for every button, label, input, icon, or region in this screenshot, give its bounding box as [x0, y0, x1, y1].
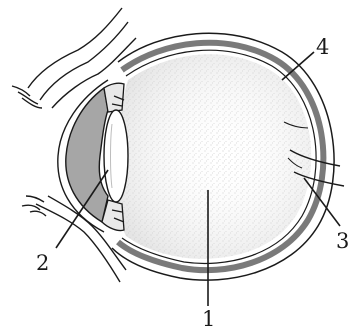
- lens: [104, 110, 128, 202]
- label-2: 2: [36, 251, 49, 275]
- label-4: 4: [316, 35, 329, 59]
- label-1: 1: [202, 307, 215, 331]
- label-3: 3: [336, 229, 349, 253]
- vitreous-shading: [116, 54, 311, 259]
